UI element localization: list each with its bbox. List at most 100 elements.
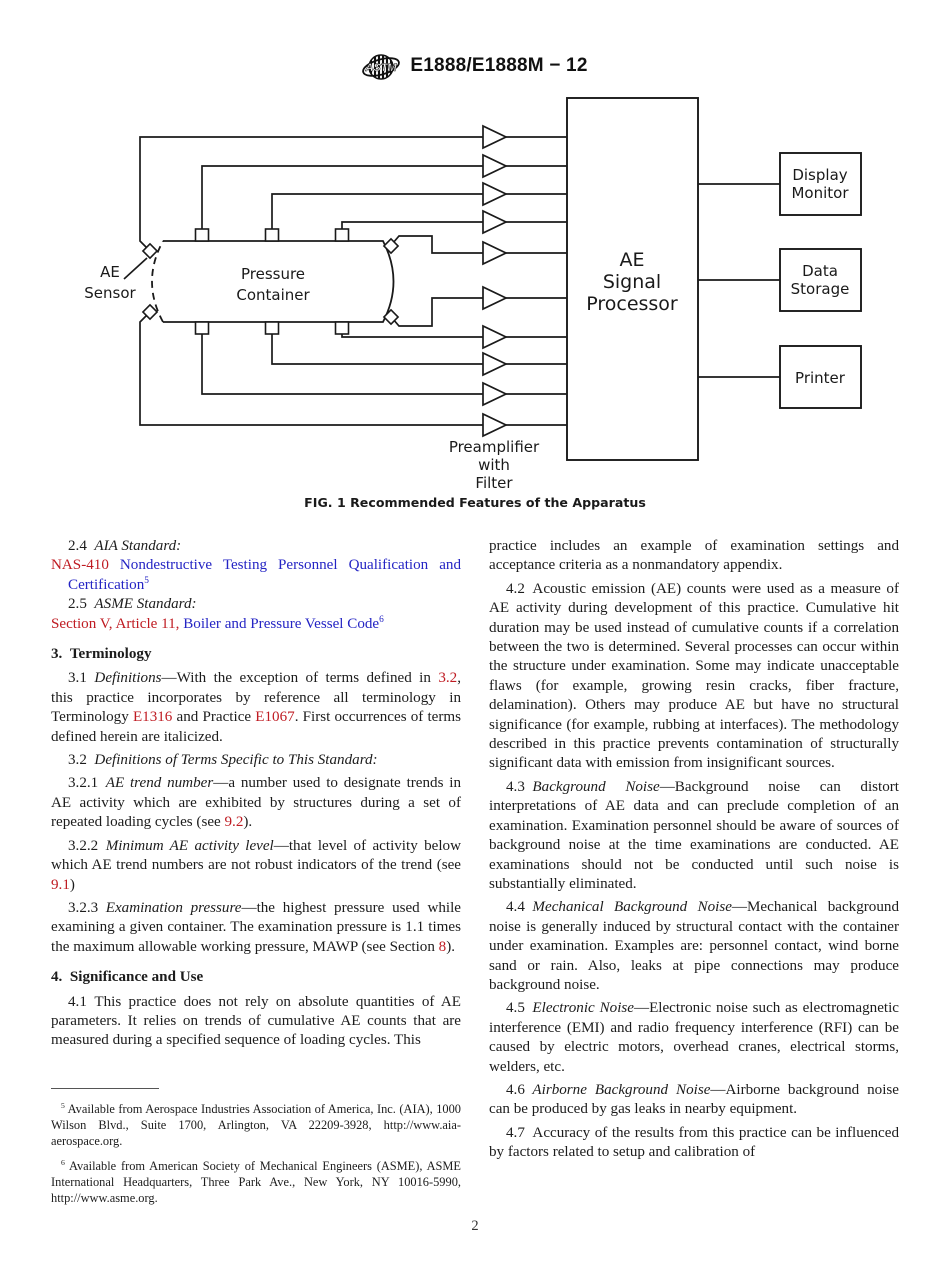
wire bbox=[201, 165, 483, 229]
reference-link[interactable]: Section V, Article 11, bbox=[51, 615, 180, 632]
sensor-square bbox=[264, 321, 280, 335]
text-run: 3.2.2 bbox=[68, 837, 106, 854]
reference-link[interactable]: 8 bbox=[438, 938, 447, 955]
ae-sensor-label: Sensor bbox=[84, 284, 136, 302]
text-run: 4.1 This practice does not rely on absol… bbox=[51, 993, 461, 1049]
reference-link[interactable]: NAS-410 bbox=[51, 557, 109, 574]
paragraph: 4.1 This practice does not rely on absol… bbox=[51, 993, 461, 1051]
text-run: —Mechanical background noise is generall… bbox=[489, 899, 899, 993]
text-run: 3.2.1 bbox=[68, 775, 106, 792]
preamp-triangle bbox=[482, 285, 508, 311]
paragraph: 3.2.1 AE trend number—a number used to d… bbox=[51, 774, 461, 832]
reference-link[interactable]: E1067 bbox=[255, 709, 295, 726]
text-run: Definitions bbox=[94, 670, 162, 687]
standard-designation: E1888/E1888M − 12 bbox=[410, 55, 588, 76]
preamp-triangle bbox=[482, 240, 508, 266]
paragraph: 3.2.3 Examination pressure—the highest p… bbox=[51, 899, 461, 957]
text-run: 4.4 bbox=[506, 899, 533, 916]
astm-logo-icon: ASTM bbox=[362, 54, 401, 80]
preamp-triangle bbox=[482, 351, 508, 377]
text-run: Background Noise bbox=[532, 778, 660, 795]
pressure-container-label: Container bbox=[236, 286, 310, 304]
pressure-container-hidden-end bbox=[151, 240, 164, 323]
logo-globe bbox=[368, 54, 395, 80]
wire bbox=[139, 313, 483, 426]
reference-link[interactable]: 9.2 bbox=[224, 814, 244, 831]
paragraph: 6 Available from American Society of Mec… bbox=[51, 1159, 461, 1206]
text-run: —Background noise can distort interpreta… bbox=[489, 778, 899, 892]
text-run: —Electronic noise such as electromagneti… bbox=[489, 1000, 899, 1075]
wire bbox=[271, 334, 483, 365]
reference-link[interactable]: 6 bbox=[379, 614, 384, 625]
data-storage-label: Data bbox=[802, 262, 838, 280]
text-run: 3.2.3 bbox=[68, 899, 106, 916]
paragraph: 4.6 Airborne Background Noise—Airborne b… bbox=[489, 1081, 899, 1120]
text-run: 4.6 bbox=[506, 1081, 533, 1098]
footnote-list: 5 Available from Aerospace Industries As… bbox=[51, 1102, 461, 1207]
reference-link[interactable]: Nondestructive Testing Personnel Qualifi… bbox=[68, 557, 461, 593]
sensor-square bbox=[264, 228, 280, 242]
ae-sensor-diamond bbox=[141, 242, 159, 260]
page-header: ASTM E1888/E1888M − 12 bbox=[0, 47, 950, 85]
text-run: Available from American Society of Mecha… bbox=[51, 1159, 461, 1205]
text-run: Available from Aerospace Industries Asso… bbox=[51, 1102, 461, 1148]
text-run: 4.7 Accuracy of the results from this pr… bbox=[489, 1124, 899, 1161]
text-run: 4.3 bbox=[506, 778, 533, 795]
section-heading: 4. Significance and Use bbox=[51, 968, 461, 987]
preamp-triangle bbox=[482, 209, 508, 235]
paragraph: 3.2 Definitions of Terms Specific to Thi… bbox=[51, 751, 461, 770]
wire bbox=[392, 235, 483, 254]
paragraph: Section V, Article 11, Boiler and Pressu… bbox=[51, 615, 461, 634]
text-run: 3.1 bbox=[68, 670, 95, 687]
logo-text: ASTM bbox=[365, 62, 398, 74]
paragraph: 4.2 Acoustic emission (AE) counts were u… bbox=[489, 580, 899, 774]
sensor-pointer-line bbox=[123, 257, 148, 280]
ae-signal-processor-label: Processor bbox=[586, 293, 678, 315]
text-run: Airborne Background Noise bbox=[532, 1081, 711, 1098]
text-run: Examination pressure bbox=[105, 899, 242, 916]
ae-sensor-diamond bbox=[141, 303, 159, 321]
data-storage-label: Storage bbox=[791, 280, 850, 298]
display-monitor-label: Monitor bbox=[791, 184, 849, 202]
text-run: —a number used to designate trends in AE… bbox=[51, 775, 462, 831]
wire bbox=[341, 334, 483, 338]
text-run: Mechanical Background Noise bbox=[532, 899, 732, 916]
text-run: Electronic Noise bbox=[532, 1000, 634, 1017]
text-run: —Airborne background noise can be produc… bbox=[489, 1081, 899, 1118]
page-number: 2 bbox=[471, 1218, 479, 1234]
printer-label: Printer bbox=[795, 369, 846, 387]
text-run: 3. Terminology bbox=[51, 646, 152, 663]
paragraph: NAS-410 Nondestructive Testing Personnel… bbox=[51, 556, 461, 595]
text-run: 6 bbox=[61, 1158, 65, 1168]
footnote-divider bbox=[51, 1088, 159, 1089]
text-run: 5 bbox=[61, 1100, 65, 1110]
text-run: ). bbox=[446, 938, 456, 955]
wires bbox=[123, 136, 780, 426]
sensor-square bbox=[334, 228, 350, 242]
preamplifiers bbox=[482, 124, 508, 438]
ae-signal-processor-box bbox=[566, 97, 699, 461]
paragraph: 3.2.2 Minimum AE activity level—that lev… bbox=[51, 837, 461, 895]
paragraph: 5 Available from Aerospace Industries As… bbox=[51, 1102, 461, 1149]
paragraph: 4.7 Accuracy of the results from this pr… bbox=[489, 1124, 899, 1163]
wire bbox=[392, 297, 483, 327]
text-run: —that level of activity below which AE t… bbox=[51, 837, 461, 874]
wire bbox=[139, 136, 483, 250]
reference-link[interactable]: E1316 bbox=[132, 709, 173, 726]
ae-signal-processor-label: AE bbox=[619, 249, 644, 271]
text-run: practice includes an example of examinat… bbox=[489, 538, 899, 574]
sensor-square bbox=[194, 321, 210, 335]
text-run: 4. Significance and Use bbox=[51, 969, 204, 986]
printer-box bbox=[779, 345, 862, 409]
text-run: ). bbox=[243, 814, 253, 831]
reference-link[interactable]: Boiler and Pressure Vessel Code bbox=[179, 615, 380, 632]
text-run: 4.5 bbox=[506, 1000, 533, 1017]
reference-link[interactable]: 5 bbox=[144, 575, 149, 586]
ae-sensor-label: AE bbox=[100, 263, 120, 281]
reference-link[interactable]: 3.2 bbox=[438, 670, 458, 687]
paragraph: 4.4 Mechanical Background Noise—Mechanic… bbox=[489, 898, 899, 995]
display-monitor-label: Display bbox=[792, 166, 847, 184]
figure-1-apparatus-diagram: AE Sensor Pressure Container AE Signal P… bbox=[84, 97, 862, 510]
reference-link[interactable]: 9.1 bbox=[51, 876, 70, 893]
preamp-triangle bbox=[482, 324, 508, 350]
